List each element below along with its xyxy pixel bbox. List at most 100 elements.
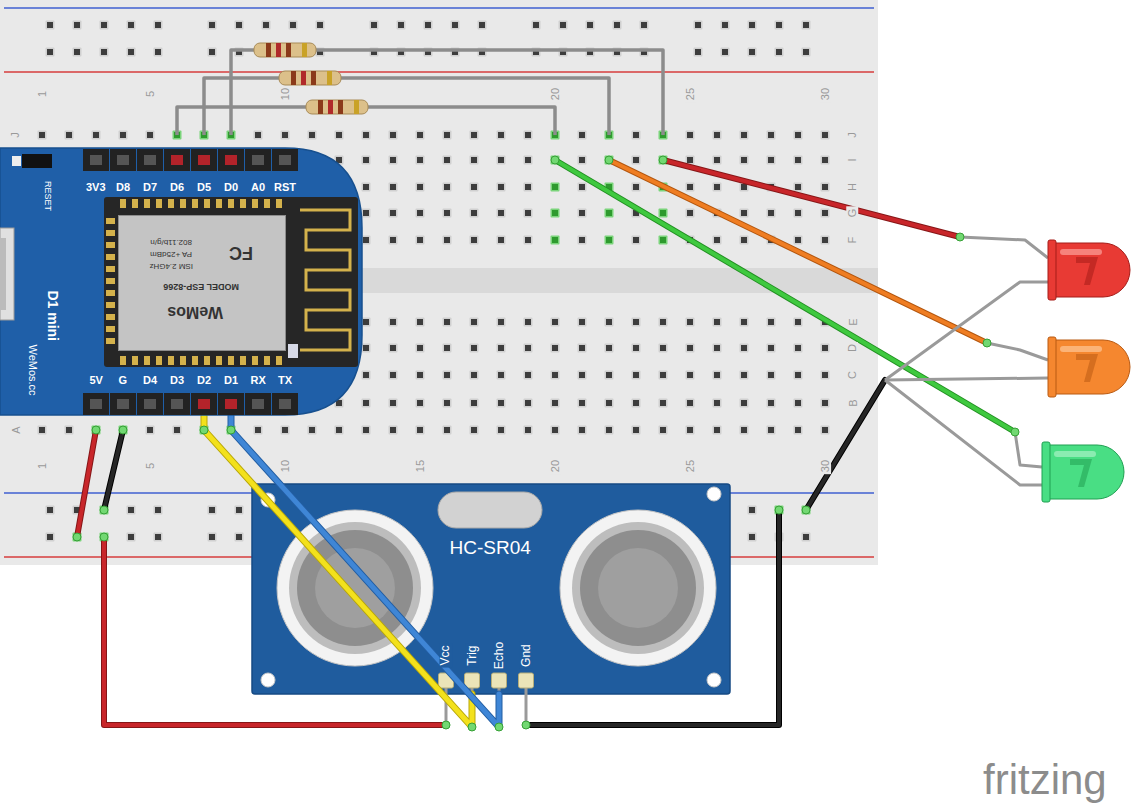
hole-rim [551,426,560,435]
hole-rim [443,426,452,435]
breadboard-hole [47,507,53,513]
breadboard-hole [363,319,369,325]
breadboard-hole [47,22,53,28]
breadboard-hole [471,319,477,325]
breadboard-hole [444,184,450,190]
breadboard-hole [444,400,450,406]
module-pad [240,356,246,365]
spec-text: ISM 2.4GHz [149,262,193,271]
hole-rim [821,236,830,245]
transducer-ring [560,510,716,666]
hole-rim [821,426,830,435]
breadboard-hole [795,372,801,378]
hole-rim [632,236,641,245]
hole-rim [497,236,506,245]
breadboard-hole [525,210,531,216]
header-pin [164,149,190,171]
wire-end [802,506,810,514]
breadboard-hole [533,22,539,28]
hole-rim [497,399,506,408]
resistor-lead [177,107,306,135]
breadboard-hole [317,22,323,28]
hole-rim [397,21,406,30]
breadboard-hole [174,427,180,433]
hole-rim [559,21,568,30]
hole-rim [497,209,506,218]
breadboard-hole [795,210,801,216]
breadboard-hole [128,507,134,513]
module-pad [252,356,258,365]
hole-rim [794,344,803,353]
breadboard-hole [768,400,774,406]
hole-rim [802,21,811,30]
breadboard-hole [660,319,666,325]
hole-rim [524,183,533,192]
breadboard-hole [768,319,774,325]
module-pad [106,326,115,332]
breadboard-hole [714,237,720,243]
module-pad [168,199,174,208]
wire-end [100,506,108,514]
breadboard-hole [587,22,593,28]
breadboard-hole [228,427,234,433]
wire-outline [231,416,499,727]
hole-rim [362,156,371,165]
breadboard-hole [74,22,80,28]
hole-rim [362,371,371,380]
hole-rim [605,426,614,435]
hole-rim [659,371,668,380]
breadboard-hole [776,49,782,55]
breadboard-hole [390,157,396,163]
header-pin [110,393,136,415]
hole-rim [389,426,398,435]
module-pad [106,278,115,284]
resistor-band [301,71,306,85]
hole-rim [208,21,217,30]
hole-rim [794,399,803,408]
hole-rim [524,426,533,435]
pin-label: Echo [493,639,506,670]
breadboard-hole [363,400,369,406]
breadboard-hole [309,132,315,138]
hole-rim [416,131,425,140]
hole-rim [416,399,425,408]
hole-rim [775,21,784,30]
breadboard-hole [417,319,423,325]
ground-wire [104,430,123,510]
row-letter: J [9,130,21,140]
header-pin [137,149,163,171]
module-pad [132,199,138,208]
hole-rim [73,533,82,542]
breadboard-hole [795,345,801,351]
hole-rim [532,21,541,30]
hole-rim [578,183,587,192]
header-pin [245,149,271,171]
wire-outline [204,416,472,727]
wire-end [605,156,613,164]
breadboard-hole [525,237,531,243]
hole-rim [578,318,587,327]
hole-rim [451,21,460,30]
hole-rim [767,426,776,435]
header-pin [191,149,217,171]
breadboard-hole [371,22,377,28]
breadboard-hole [552,372,558,378]
module-pad [120,199,126,208]
breadboard-hole [803,22,809,28]
breadboard-hole [201,427,207,433]
hole-rim [335,131,344,140]
breadboard-hole [695,22,701,28]
breadboard-hole [101,507,107,513]
breadboard-hole [714,319,720,325]
breadboard-hole [606,210,612,216]
hole-rim [767,371,776,380]
resistor-symbol [279,71,341,85]
pin-label: A0 [251,181,265,193]
module-pad [264,199,270,208]
led-wire-outline [609,160,987,343]
breadboard-hole [390,184,396,190]
hole-rim [632,344,641,353]
hole-rim [713,156,722,165]
breadboard-hole [687,157,693,163]
breadboard-hole [822,210,828,216]
